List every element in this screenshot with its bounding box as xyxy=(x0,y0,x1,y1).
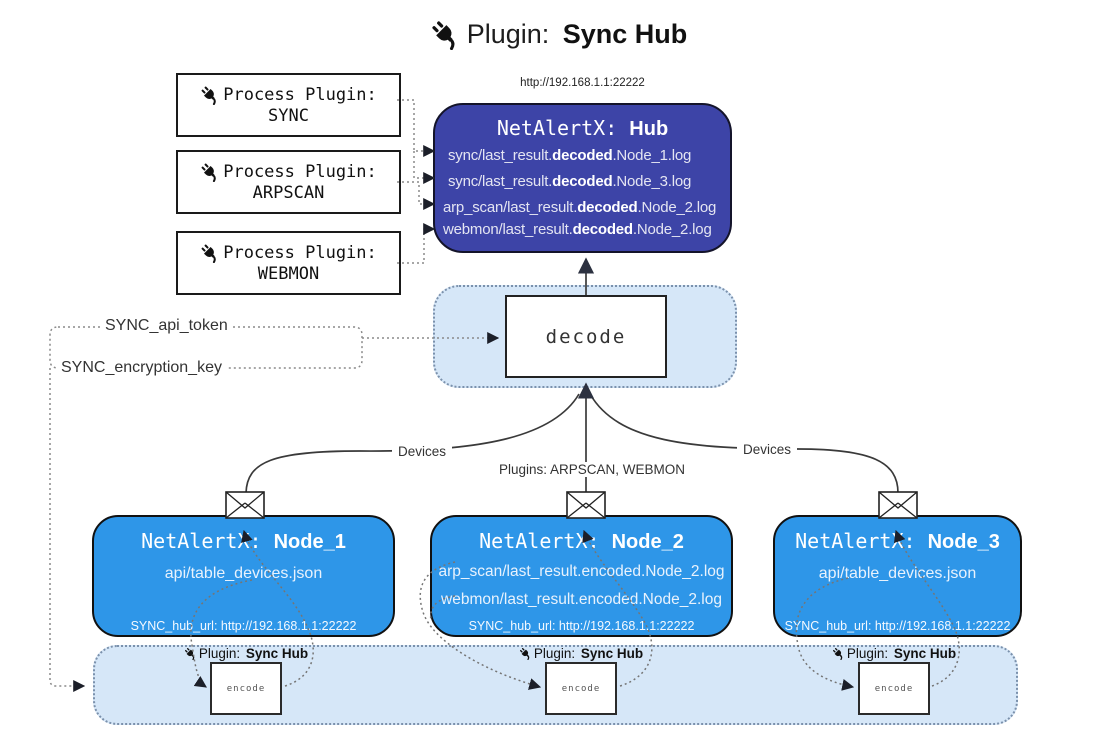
node-footer: SYNC_hub_url: http://192.168.1.1:22222 xyxy=(130,619,357,633)
hub-log-item: sync/last_result.decoded.Node_3.log xyxy=(448,173,692,190)
process-plugin-label: Process Plugin: xyxy=(223,161,377,182)
encoder-label-3: Plugin: Sync Hub xyxy=(814,646,974,661)
decode-box: decode xyxy=(505,295,667,378)
title-bold: Sync Hub xyxy=(562,18,688,49)
encoder-label-2: Plugin: Sync Hub xyxy=(501,646,661,661)
hub-log-item: sync/last_result.decoded.Node_1.log xyxy=(448,147,692,164)
page-title: Plugin: Sync Hub xyxy=(0,12,1117,56)
node-footer: SYNC_hub_url: http://192.168.1.1:22222 xyxy=(468,619,695,633)
process-plugin-box-sync: Process Plugin: SYNC xyxy=(176,73,401,137)
hub-log-item: webmon/last_result.decoded.Node_2.log xyxy=(443,221,712,238)
hub-url-label: http://192.168.1.1:22222 xyxy=(520,77,645,89)
node-title: NetAlertX: Node_2 xyxy=(479,529,684,553)
devices-label-left: Devices xyxy=(392,444,453,459)
plug-icon xyxy=(430,19,461,50)
devices-label-right: Devices xyxy=(737,442,798,457)
sync-encryption-key-label: SYNC_encryption_key xyxy=(56,359,227,377)
encode-box-2: encode xyxy=(545,662,617,715)
sync-api-token-label: SYNC_api_token xyxy=(100,317,233,335)
node-box-3: NetAlertX: Node_3 api/table_devices.json… xyxy=(773,515,1022,637)
process-plugin-box-arpscan: Process Plugin: ARPSCAN xyxy=(176,150,401,214)
hub-box: NetAlertX: Hub sync/last_result.decoded.… xyxy=(433,103,732,253)
process-to-hub-connectors xyxy=(397,99,436,264)
node-line: api/table_devices.json xyxy=(818,565,977,582)
plug-icon xyxy=(519,647,532,660)
plug-icon xyxy=(184,647,197,660)
plug-icon xyxy=(200,162,220,182)
node-line: arp_scan/last_result.encoded.Node_2.log xyxy=(438,563,725,580)
node-footer: SYNC_hub_url: http://192.168.1.1:22222 xyxy=(784,619,1011,633)
process-plugin-label: Process Plugin: xyxy=(223,242,377,263)
process-plugin-name: ARPSCAN xyxy=(252,182,325,203)
node-line: api/table_devices.json xyxy=(164,565,323,582)
title-prefix: Plugin: xyxy=(466,18,557,49)
node-line: webmon/last_result.encoded.Node_2.log xyxy=(441,591,722,608)
node-box-2: NetAlertX: Node_2 arp_scan/last_result.e… xyxy=(430,515,733,637)
encode-box-1: encode xyxy=(210,662,282,715)
node-box-1: NetAlertX: Node_1 api/table_devices.json… xyxy=(92,515,395,637)
plug-icon xyxy=(832,647,845,660)
encoder-label-1: Plugin: Sync Hub xyxy=(166,646,326,661)
plug-icon xyxy=(200,243,220,263)
plugins-label: Plugins: ARPSCAN, WEBMON xyxy=(486,462,698,477)
process-plugin-label: Process Plugin: xyxy=(223,84,377,105)
node-title: NetAlertX: Node_1 xyxy=(141,529,346,553)
encode-box-3: encode xyxy=(858,662,930,715)
hub-log-item: arp_scan/last_result.decoded.Node_2.log xyxy=(443,199,717,216)
process-plugin-box-webmon: Process Plugin: WEBMON xyxy=(176,231,401,295)
plug-icon xyxy=(200,85,220,105)
process-plugin-name: WEBMON xyxy=(257,263,320,284)
hub-title: NetAlertX: Hub xyxy=(496,116,669,140)
node-title: NetAlertX: Node_3 xyxy=(795,529,1000,553)
process-plugin-name: SYNC xyxy=(268,105,309,126)
